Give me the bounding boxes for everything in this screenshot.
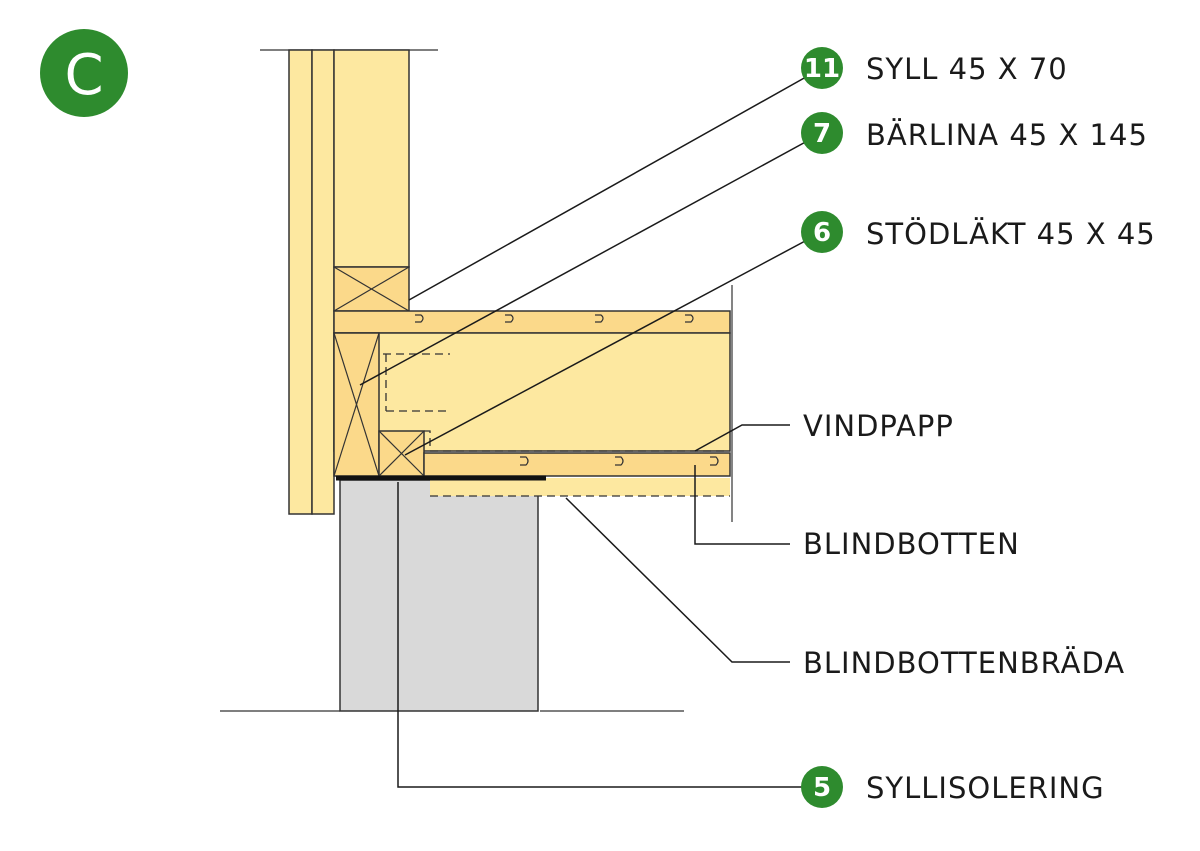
badge-5 bbox=[801, 766, 843, 808]
label-text: SYLL 45 X 70 bbox=[866, 52, 1068, 86]
section-badge-circle bbox=[40, 29, 128, 117]
stodlakt-batten bbox=[378, 430, 425, 477]
cladding-counter-batten bbox=[311, 49, 335, 515]
badge-11 bbox=[801, 47, 843, 89]
leader-syllisolering bbox=[397, 482, 822, 788]
blindbotten-boards bbox=[423, 452, 731, 477]
label-text: BLINDBOTTENBRÄDA bbox=[803, 646, 1125, 680]
label-text: BÄRLINA 45 X 145 bbox=[866, 118, 1148, 152]
badge-7 bbox=[801, 112, 843, 154]
leader-barlina bbox=[359, 132, 823, 386]
floor-boards bbox=[333, 310, 731, 334]
label-text: VINDPAPP bbox=[803, 409, 954, 443]
badge-number: 11 bbox=[804, 54, 840, 84]
badge-number: 6 bbox=[813, 218, 831, 248]
label-text: BLINDBOTTEN bbox=[803, 527, 1020, 561]
label-text: STÖDLÄKT 45 X 45 bbox=[866, 217, 1156, 251]
section-badge: C bbox=[40, 29, 128, 117]
leader-blindbottenbrada bbox=[565, 497, 790, 663]
badge-number: 5 bbox=[813, 773, 831, 803]
leader-stodlakt bbox=[404, 231, 823, 456]
concrete-foundation bbox=[339, 479, 539, 712]
leader-vindpapp bbox=[694, 424, 790, 452]
blindbottenbrada-board bbox=[430, 478, 730, 496]
badge-6 bbox=[801, 211, 843, 253]
label-syll: 11 SYLL 45 X 70 bbox=[801, 47, 1068, 89]
leader-syll bbox=[408, 67, 823, 301]
label-blindbottenbrada: BLINDBOTTENBRÄDA bbox=[803, 646, 1125, 680]
label-stodlakt: 6 STÖDLÄKT 45 X 45 bbox=[801, 211, 1156, 253]
badge-number: 7 bbox=[813, 119, 831, 149]
label-text: SYLLISOLERING bbox=[866, 771, 1105, 805]
leader-blindbotten bbox=[694, 465, 790, 545]
section-letter: C bbox=[64, 43, 103, 108]
label-blindbotten: BLINDBOTTEN bbox=[803, 527, 1020, 561]
syll-sill-plate bbox=[333, 266, 410, 312]
label-syllisolering: 5 SYLLISOLERING bbox=[801, 766, 1105, 808]
label-barlina: 7 BÄRLINA 45 X 145 bbox=[801, 112, 1148, 154]
wall-stud bbox=[333, 49, 410, 268]
cladding-board bbox=[288, 49, 313, 515]
label-vindpapp: VINDPAPP bbox=[803, 409, 954, 443]
barlina-beam bbox=[333, 332, 380, 477]
